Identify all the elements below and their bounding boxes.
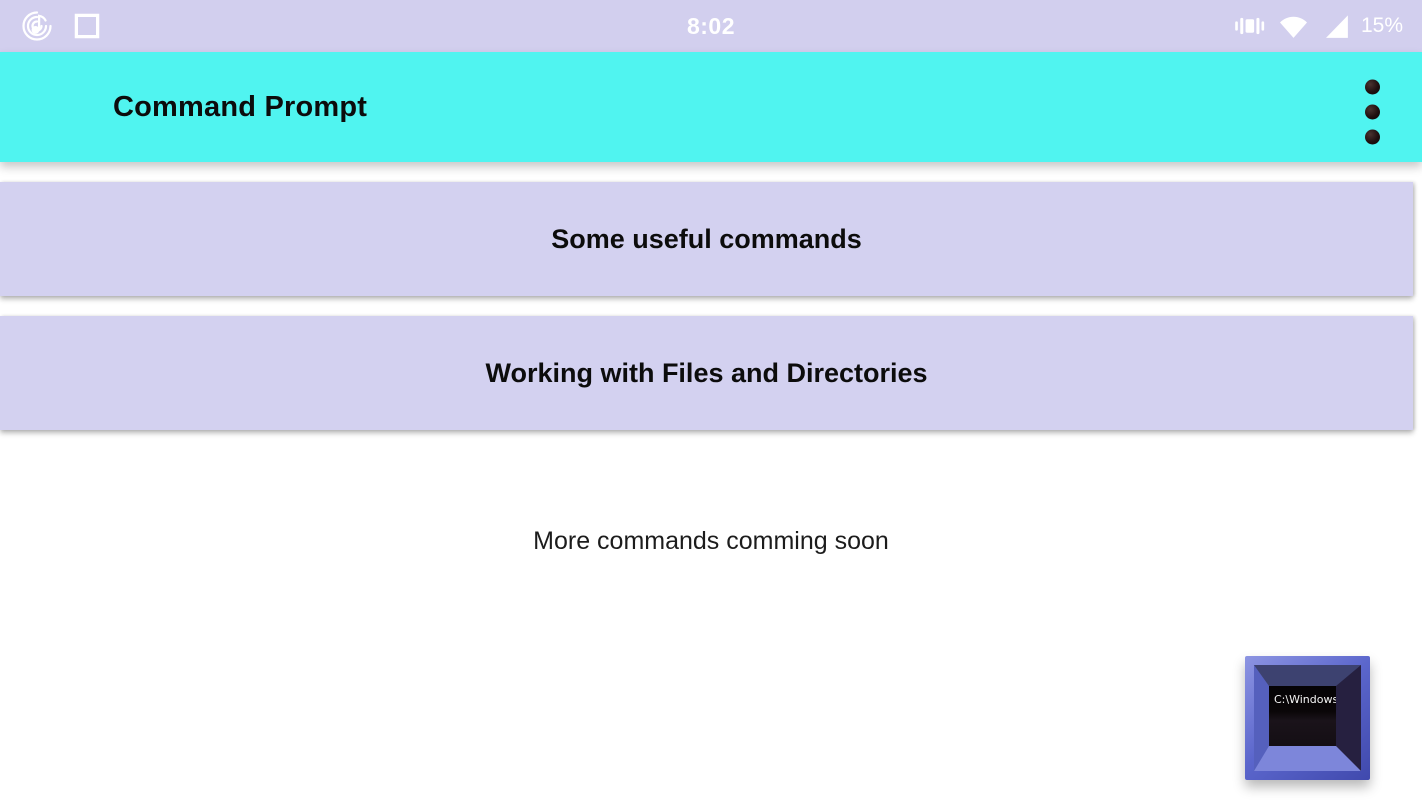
monitor-screen: C:\Windows\ [1269,686,1336,746]
status-time: 8:02 [686,12,736,39]
music-notification-icon [19,8,55,44]
menu-item-some-useful-commands[interactable]: Some useful commands [0,182,1413,296]
cellular-signal-icon [1321,11,1351,41]
overflow-dot-icon [1365,79,1380,95]
status-bar: 8:02 15% [0,0,1422,52]
coming-soon-text: More commands comming soon [533,527,889,555]
overflow-menu-button[interactable] [1359,74,1386,151]
monitor-screen-text: C:\Windows\ [1274,693,1336,706]
app-bar: Command Prompt [0,52,1422,162]
overflow-dot-icon [1365,104,1380,120]
square-outline-notification-icon [72,11,102,41]
wifi-icon [1276,11,1311,41]
overflow-dot-icon [1365,129,1380,145]
monitor-bezel: C:\Windows\ [1254,665,1361,771]
menu-item-working-with-files-and-directories[interactable]: Working with Files and Directories [0,316,1413,430]
menu-item-label: Working with Files and Directories [485,357,928,388]
vibrate-icon [1233,11,1266,41]
menu-item-label: Some useful commands [551,223,862,254]
battery-percent: 15% [1360,14,1403,37]
command-prompt-logo: C:\Windows\ [1245,656,1370,780]
main-content: Some useful commands Working with Files … [0,182,1422,780]
page-title: Command Prompt [113,90,368,123]
status-bar-right: 15% [1233,11,1403,41]
status-bar-left [19,8,102,44]
